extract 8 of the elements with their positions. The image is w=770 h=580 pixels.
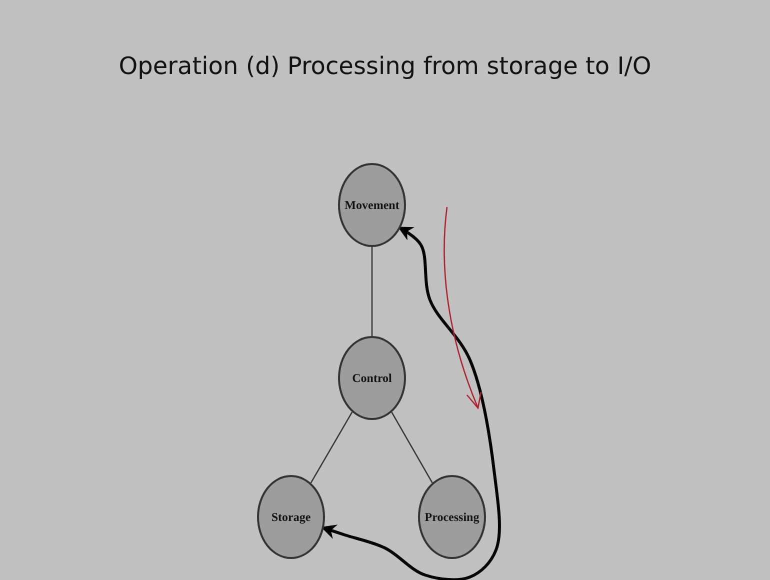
node-label: Movement — [344, 198, 400, 212]
node-label: Control — [352, 370, 392, 386]
connector-line — [371, 247, 373, 336]
diagram-title: Operation (d) Processing from storage to I/O — [118, 52, 652, 80]
connector-line — [310, 412, 353, 484]
node-label: Storage — [271, 510, 311, 524]
connector-line — [391, 412, 433, 484]
node-label: Processing — [424, 510, 480, 524]
